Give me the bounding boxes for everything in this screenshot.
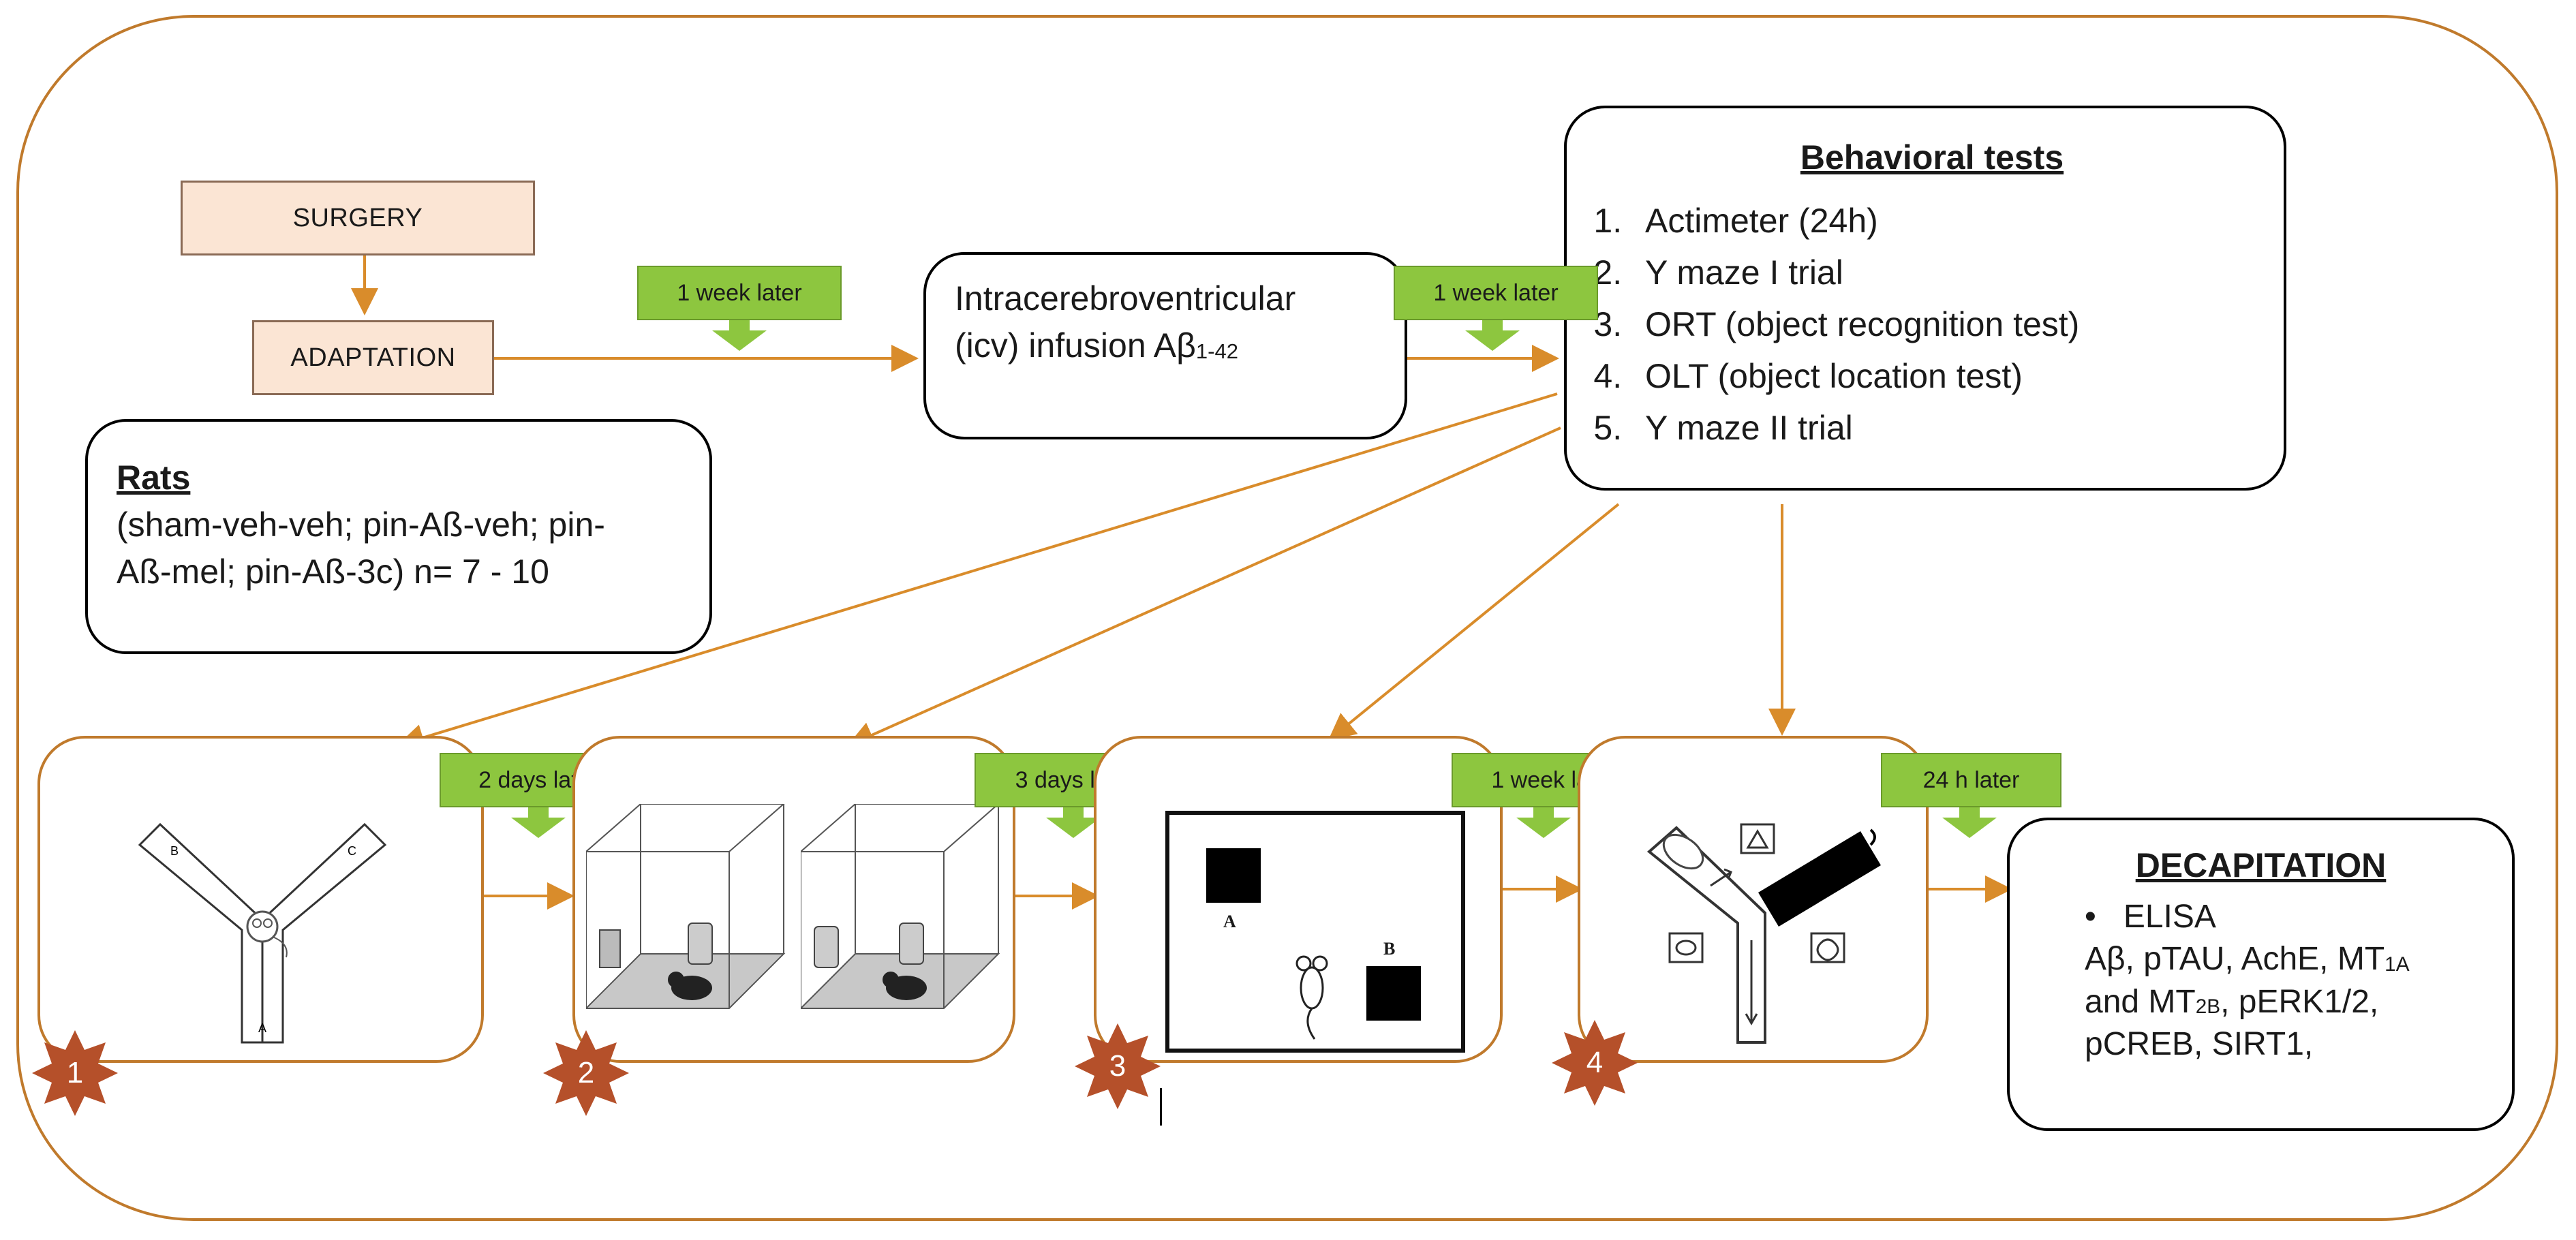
outer-frame <box>16 15 2558 1221</box>
step-number: 3 <box>1109 1049 1126 1083</box>
timing-label-1-week: 1 week later <box>637 266 842 320</box>
text-cursor <box>1160 1088 1162 1126</box>
icv-infusion-box: Intracerebroventricular (icv) infusion A… <box>923 252 1407 439</box>
step-number: 1 <box>66 1056 84 1089</box>
ymaze-arm-c-label: C <box>348 844 356 858</box>
icv-line-2: (icv) infusion Aβ1-42 <box>955 326 1238 365</box>
down-arrow-icon <box>1046 807 1101 838</box>
elisa-markers-line-3: pCREB, SIRT1, <box>2085 1026 2314 1063</box>
rats-title: Rats <box>117 459 191 497</box>
behavioral-test-item: OLT (object location test) <box>1631 350 2270 402</box>
cage-icon <box>801 804 1000 1009</box>
elisa-bullet: • ELISA <box>2085 899 2216 935</box>
rats-line-2: Aß-mel; pin-Aß-3c) n= 7 - 10 <box>117 553 549 591</box>
down-arrow-icon <box>1465 320 1520 351</box>
step-badge: 2 <box>542 1029 630 1117</box>
down-arrow-icon <box>1516 807 1571 838</box>
elisa-markers-line-2: and MT2B, pERK1/2, <box>2085 983 2379 1020</box>
icv-line-1: Intracerebroventricular <box>955 279 1296 317</box>
star-icon <box>1552 1020 1638 1106</box>
step-badge: 1 <box>31 1029 119 1117</box>
star-icon <box>1075 1023 1161 1109</box>
mouse-icon <box>1295 955 1328 1040</box>
ymaze-arm-a-label: A <box>258 1021 266 1035</box>
step-badge: 4 <box>1550 1019 1639 1107</box>
behavioral-title: Behavioral tests <box>1800 138 2064 176</box>
rats-box: Rats (sham-veh-veh; pin-Aß-veh; pin- Aß-… <box>85 419 712 654</box>
behavioral-test-item: Y maze I trial <box>1631 247 2270 298</box>
behavioral-test-item: ORT (object recognition test) <box>1631 298 2270 350</box>
adaptation-box: ADAPTATION <box>252 320 494 395</box>
elisa-markers-line-1: Aβ, pTAU, AchE, MT1A <box>2085 941 2410 978</box>
step-number: 2 <box>577 1056 595 1089</box>
surgery-box: SURGERY <box>181 181 535 255</box>
ort-object-a <box>1206 848 1261 903</box>
down-arrow-icon <box>511 807 566 838</box>
cage-icon <box>586 804 786 1009</box>
timing-label-1-week: 1 week later <box>1394 266 1598 320</box>
decapitation-box: DECAPITATION • ELISA Aβ, pTAU, AchE, MT1… <box>2007 818 2515 1131</box>
down-arrow-icon <box>712 320 767 351</box>
step-badge: 3 <box>1073 1022 1162 1111</box>
decapitation-content: • ELISA Aβ, pTAU, AchE, MT1A and MT2B, p… <box>2010 896 2512 1066</box>
ort-object-a-label: A <box>1223 912 1236 931</box>
behavioral-test-item: Y maze II trial <box>1631 402 2270 454</box>
decapitation-title: DECAPITATION <box>2135 846 2387 884</box>
behavioral-test-list: Actimeter (24h) Y maze I trial ORT (obje… <box>1567 195 2270 454</box>
arrow-behavioral-panel1 <box>397 392 1558 751</box>
timing-label-24h: 24 h later <box>1881 753 2061 807</box>
down-arrow-icon <box>1942 807 1997 838</box>
star-icon <box>543 1030 629 1116</box>
rats-line-1: (sham-veh-veh; pin-Aß-veh; pin- <box>117 506 605 544</box>
behavioral-test-item: Actimeter (24h) <box>1631 195 2270 247</box>
step-number: 4 <box>1586 1046 1604 1079</box>
behavioral-tests-box: Behavioral tests Actimeter (24h) Y maze … <box>1564 106 2286 491</box>
star-icon <box>32 1030 118 1116</box>
ort-object-b-label: B <box>1383 939 1396 959</box>
arrow-behavioral-panel3 <box>1328 503 1620 741</box>
ymaze-icon: B C A <box>138 822 387 1044</box>
arrow-behavioral-panel2 <box>846 427 1561 748</box>
ymaze-location-icon <box>1646 823 1881 1044</box>
ymaze-arm-b-label: B <box>170 844 179 858</box>
ort-object-b <box>1366 966 1421 1021</box>
